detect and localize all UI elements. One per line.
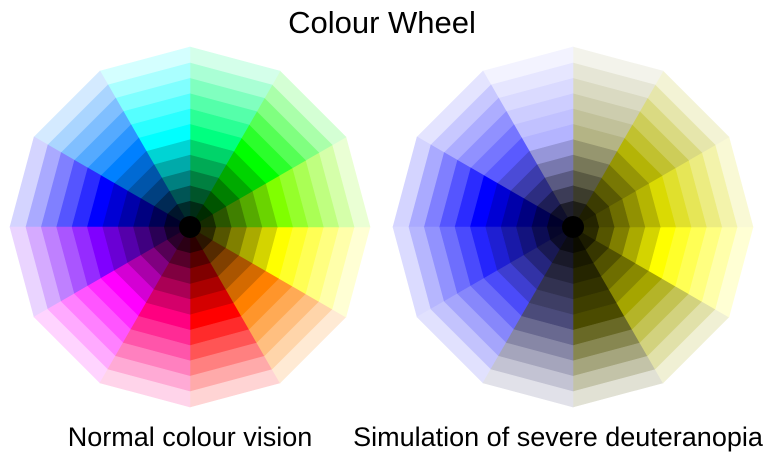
caption-deuteranopia: Simulation of severe deuteranopia	[353, 422, 764, 452]
wheel-deuteranopia	[392, 46, 754, 408]
figure-title: Colour Wheel	[288, 5, 476, 40]
caption-normal-vision: Normal colour vision	[68, 422, 313, 452]
wheel-cell-deuteranopia-rose-band11	[482, 369, 574, 408]
wheel-normal	[9, 46, 371, 408]
wheel-cell-normal-rose-band11	[99, 369, 191, 408]
wheel-center-dot-normal	[179, 216, 201, 238]
wheel-center-dot-deuteranopia	[562, 216, 584, 238]
